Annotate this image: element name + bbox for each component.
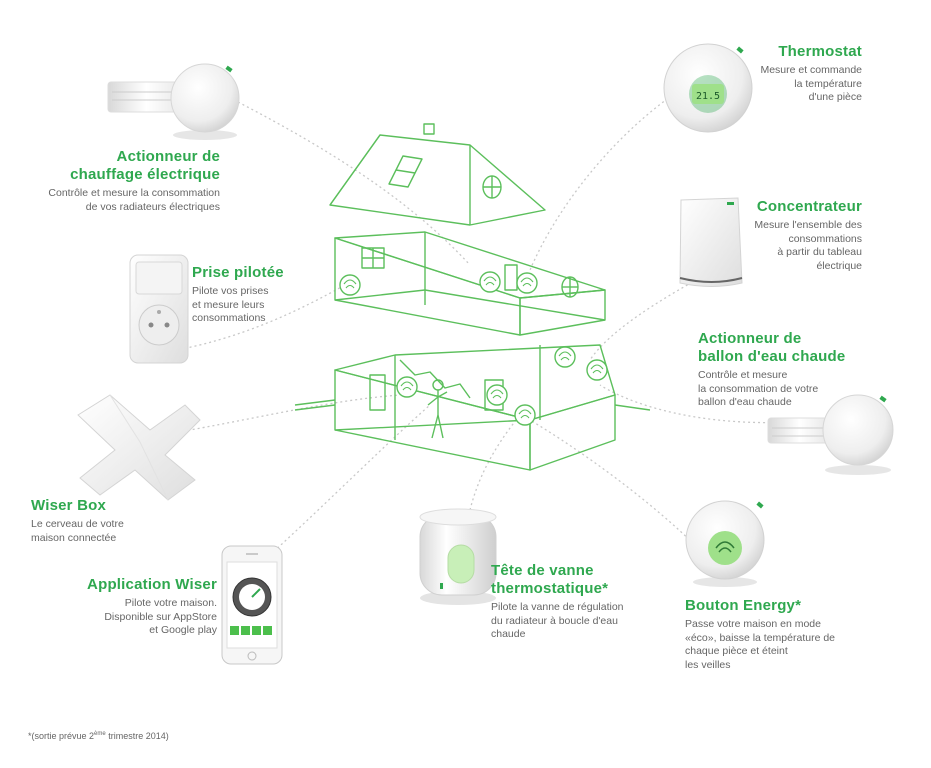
desc-line: électrique — [816, 259, 862, 272]
water-heater-actuator-label: Actionneur de ballon d'eau chaude Contrô… — [698, 330, 878, 410]
wiser-box-desc: Le cerveau de votre maison connectée — [31, 518, 181, 545]
energy-button-desc: Passe votre maison en mode «éco», baisse… — [685, 618, 880, 672]
concentrator-desc: Mesure l'ensemble des consommations à pa… — [730, 219, 862, 273]
desc-line: Le cerveau de votre — [31, 518, 124, 530]
water-heater-actuator-title-2: ballon d'eau chaude — [698, 348, 846, 365]
desc-line: maison connectée — [31, 531, 117, 544]
heating-actuator-title-1: Actionneur de — [116, 148, 220, 165]
smart-plug-label: Prise pilotée Pilote vos prises et mesur… — [192, 264, 322, 326]
desc-line: Contrôle et mesure — [698, 369, 788, 381]
wiser-app-label: Application Wiser Pilote votre maison. D… — [60, 576, 217, 638]
heating-actuator-title-2: chauffage électrique — [70, 166, 220, 183]
wiser-app-title: Application Wiser — [87, 576, 217, 593]
desc-line: la consommation de votre — [698, 382, 819, 395]
wifi-wave-marks — [343, 276, 604, 419]
thermostatic-valve-device — [419, 508, 497, 605]
desc-line: Pilote votre maison. — [124, 597, 217, 609]
desc-line: chaque pièce et éteint — [685, 645, 788, 657]
thermostat-device: 21.5 — [663, 43, 753, 133]
desc-line: du radiateur à boucle d'eau — [491, 614, 618, 627]
wiser-app-desc: Pilote votre maison. Disponible sur AppS… — [60, 597, 217, 638]
roof — [329, 123, 546, 226]
smart-plug-title: Prise pilotée — [192, 264, 284, 281]
desc-line: Passe votre maison en mode — [685, 618, 821, 630]
valve-head-title-2: thermostatique* — [491, 580, 609, 597]
desc-line: et mesure leurs — [192, 298, 265, 311]
smartphone-device — [221, 545, 283, 665]
wiser-box-title: Wiser Box — [31, 497, 107, 514]
desc-line: d'une pièce — [808, 91, 862, 103]
desc-line: Pilote vos prises — [192, 285, 269, 297]
desc-line: Disponible sur AppStore — [104, 610, 217, 623]
energy-button-label: Bouton Energy* Passe votre maison en mod… — [685, 597, 880, 672]
heating-actuator-device — [107, 63, 240, 140]
wiser-box-label: Wiser Box Le cerveau de votre maison con… — [31, 497, 181, 545]
thermostat-reading: 21.5 — [696, 91, 720, 102]
desc-line: à partir du tableau — [777, 246, 862, 258]
desc-line: ballon d'eau chaude — [698, 396, 792, 408]
water-heater-actuator-device — [767, 394, 894, 475]
footnote-suffix: trimestre 2014) — [105, 731, 169, 741]
concentrator-title: Concentrateur — [756, 198, 862, 215]
energy-button-title: Bouton Energy* — [685, 597, 802, 614]
desc-line: de vos radiateurs électriques — [85, 200, 220, 213]
person-figure — [427, 379, 448, 439]
desc-line: chaude — [491, 628, 526, 640]
valve-head-label: Tête de vanne thermostatique* Pilote la … — [491, 562, 661, 642]
water-heater-actuator-title-1: Actionneur de — [698, 330, 802, 347]
heating-actuator-label: Actionneur de chauffage électrique Contr… — [30, 148, 220, 214]
energy-button-device — [685, 500, 765, 587]
smart-plug-device — [129, 254, 189, 364]
footnote-prefix: *(sortie prévue 2 — [28, 731, 95, 741]
desc-line: consommations — [192, 312, 266, 324]
desc-line: consommations — [788, 232, 862, 245]
water-heater-actuator-desc: Contrôle et mesure la consommation de vo… — [698, 369, 878, 410]
desc-line: et Google play — [149, 624, 217, 636]
valve-head-desc: Pilote la vanne de régulation du radiate… — [491, 601, 661, 642]
wiser-box-device — [77, 394, 201, 501]
valve-head-title-1: Tête de vanne — [491, 562, 594, 579]
upper-floor — [334, 231, 606, 336]
desc-line: Mesure et commande — [760, 64, 862, 76]
thermostat-desc: Mesure et commande la température d'une … — [740, 64, 862, 105]
desc-line: Mesure l'ensemble des — [754, 219, 862, 231]
footnote-superscript: ème — [94, 731, 106, 737]
desc-line: «éco», baisse la température de — [685, 631, 836, 644]
footnote: *(sortie prévue 2ème trimestre 2014) — [28, 731, 169, 741]
concentrator-device — [679, 197, 743, 287]
thermostat-label: Thermostat Mesure et commande la tempéra… — [740, 43, 862, 105]
desc-line: les veilles — [685, 658, 731, 671]
smart-plug-desc: Pilote vos prises et mesure leurs consom… — [192, 285, 322, 326]
house-wireframe — [294, 123, 651, 471]
desc-line: Pilote la vanne de régulation — [491, 601, 624, 613]
desc-line: la température — [794, 77, 862, 90]
desc-line: Contrôle et mesure la consommation — [48, 187, 220, 199]
concentrator-label: Concentrateur Mesure l'ensemble des cons… — [730, 198, 862, 273]
heating-actuator-desc: Contrôle et mesure la consommation de vo… — [30, 187, 220, 214]
thermostat-title: Thermostat — [778, 43, 862, 60]
